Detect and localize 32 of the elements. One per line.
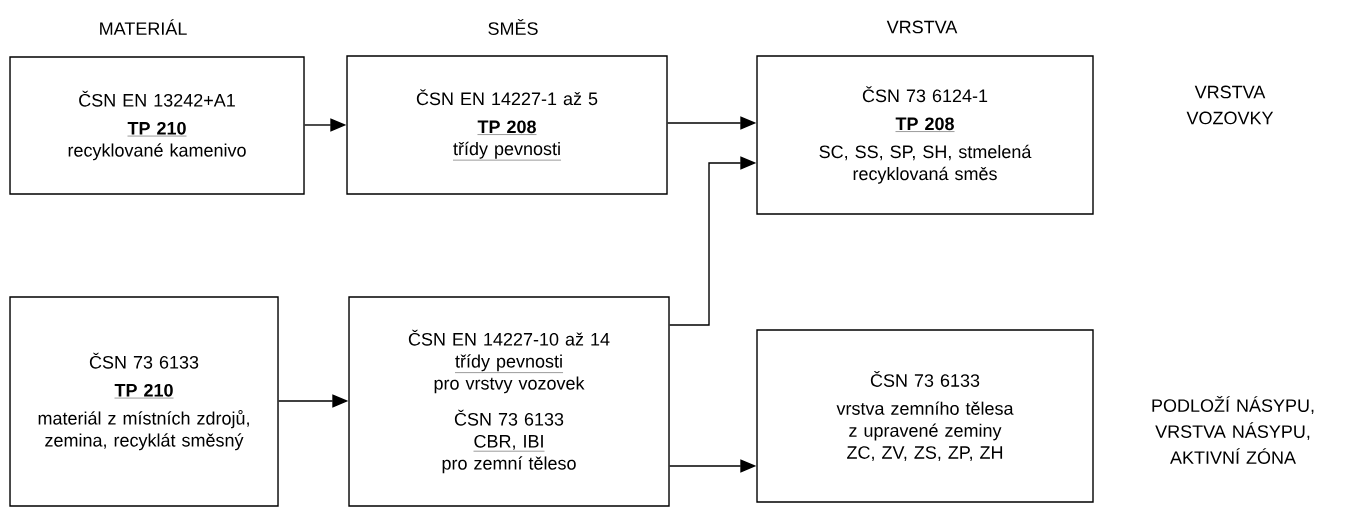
standard-text: ČSN 73 6133 [454, 409, 564, 426]
standard-box [348, 296, 670, 507]
standard-text: materiál z místních zdrojů, zemina, recyklát směsný [38, 410, 249, 451]
standard-text: SC, SS, SP, SH, stmelená recyklovaná směs [819, 144, 1032, 184]
document-code: TP 210 [127, 121, 187, 137]
standard-text: ČSN EN 13242+A1 [79, 90, 235, 107]
standard-text: pro zemní těleso [442, 456, 576, 474]
standard-box [756, 55, 1094, 215]
document-code: TP 210 [114, 383, 174, 399]
standard-text: vrstva zemního tělesa z upravené zeminy [836, 401, 1014, 441]
column-heading: MATERIÁL [100, 19, 187, 35]
underlined-text: třídy pevnosti [452, 141, 562, 161]
layer-label: VRSTVA VOZOVKY [1186, 85, 1274, 125]
document-code: TP 208 [895, 117, 955, 132]
standard-text: recyklované kamenivo [68, 143, 246, 161]
standard-text: ČSN 73 6124-1 [862, 86, 988, 103]
standard-box [9, 296, 279, 507]
layer-label: PODLOŽÍ NÁSYPU, VRSTVA NÁSYPU, AKTIVNÍ ZÓNA [1152, 396, 1314, 464]
underlined-text: CBR, IBI [473, 434, 545, 452]
standard-box [346, 55, 668, 195]
standard-text: ČSN EN 14227-1 až 5 [416, 89, 598, 106]
standard-text: ČSN 73 6133 [89, 352, 199, 369]
standard-text: ZC, ZV, ZS, ZP, ZH [847, 446, 1003, 461]
document-code: TP 208 [477, 120, 537, 135]
column-heading: VRSTVA [886, 20, 958, 34]
standard-box [756, 329, 1094, 503]
standard-text: ČSN EN 14227-10 až 14 [408, 329, 610, 346]
standard-text: ČSN 73 6133 [870, 371, 980, 387]
standard-box [9, 56, 305, 195]
column-heading: SMĚS [488, 19, 538, 35]
standard-text: pro vrstvy vozovek [434, 376, 585, 394]
underlined-text: třídy pevnosti [454, 354, 564, 373]
